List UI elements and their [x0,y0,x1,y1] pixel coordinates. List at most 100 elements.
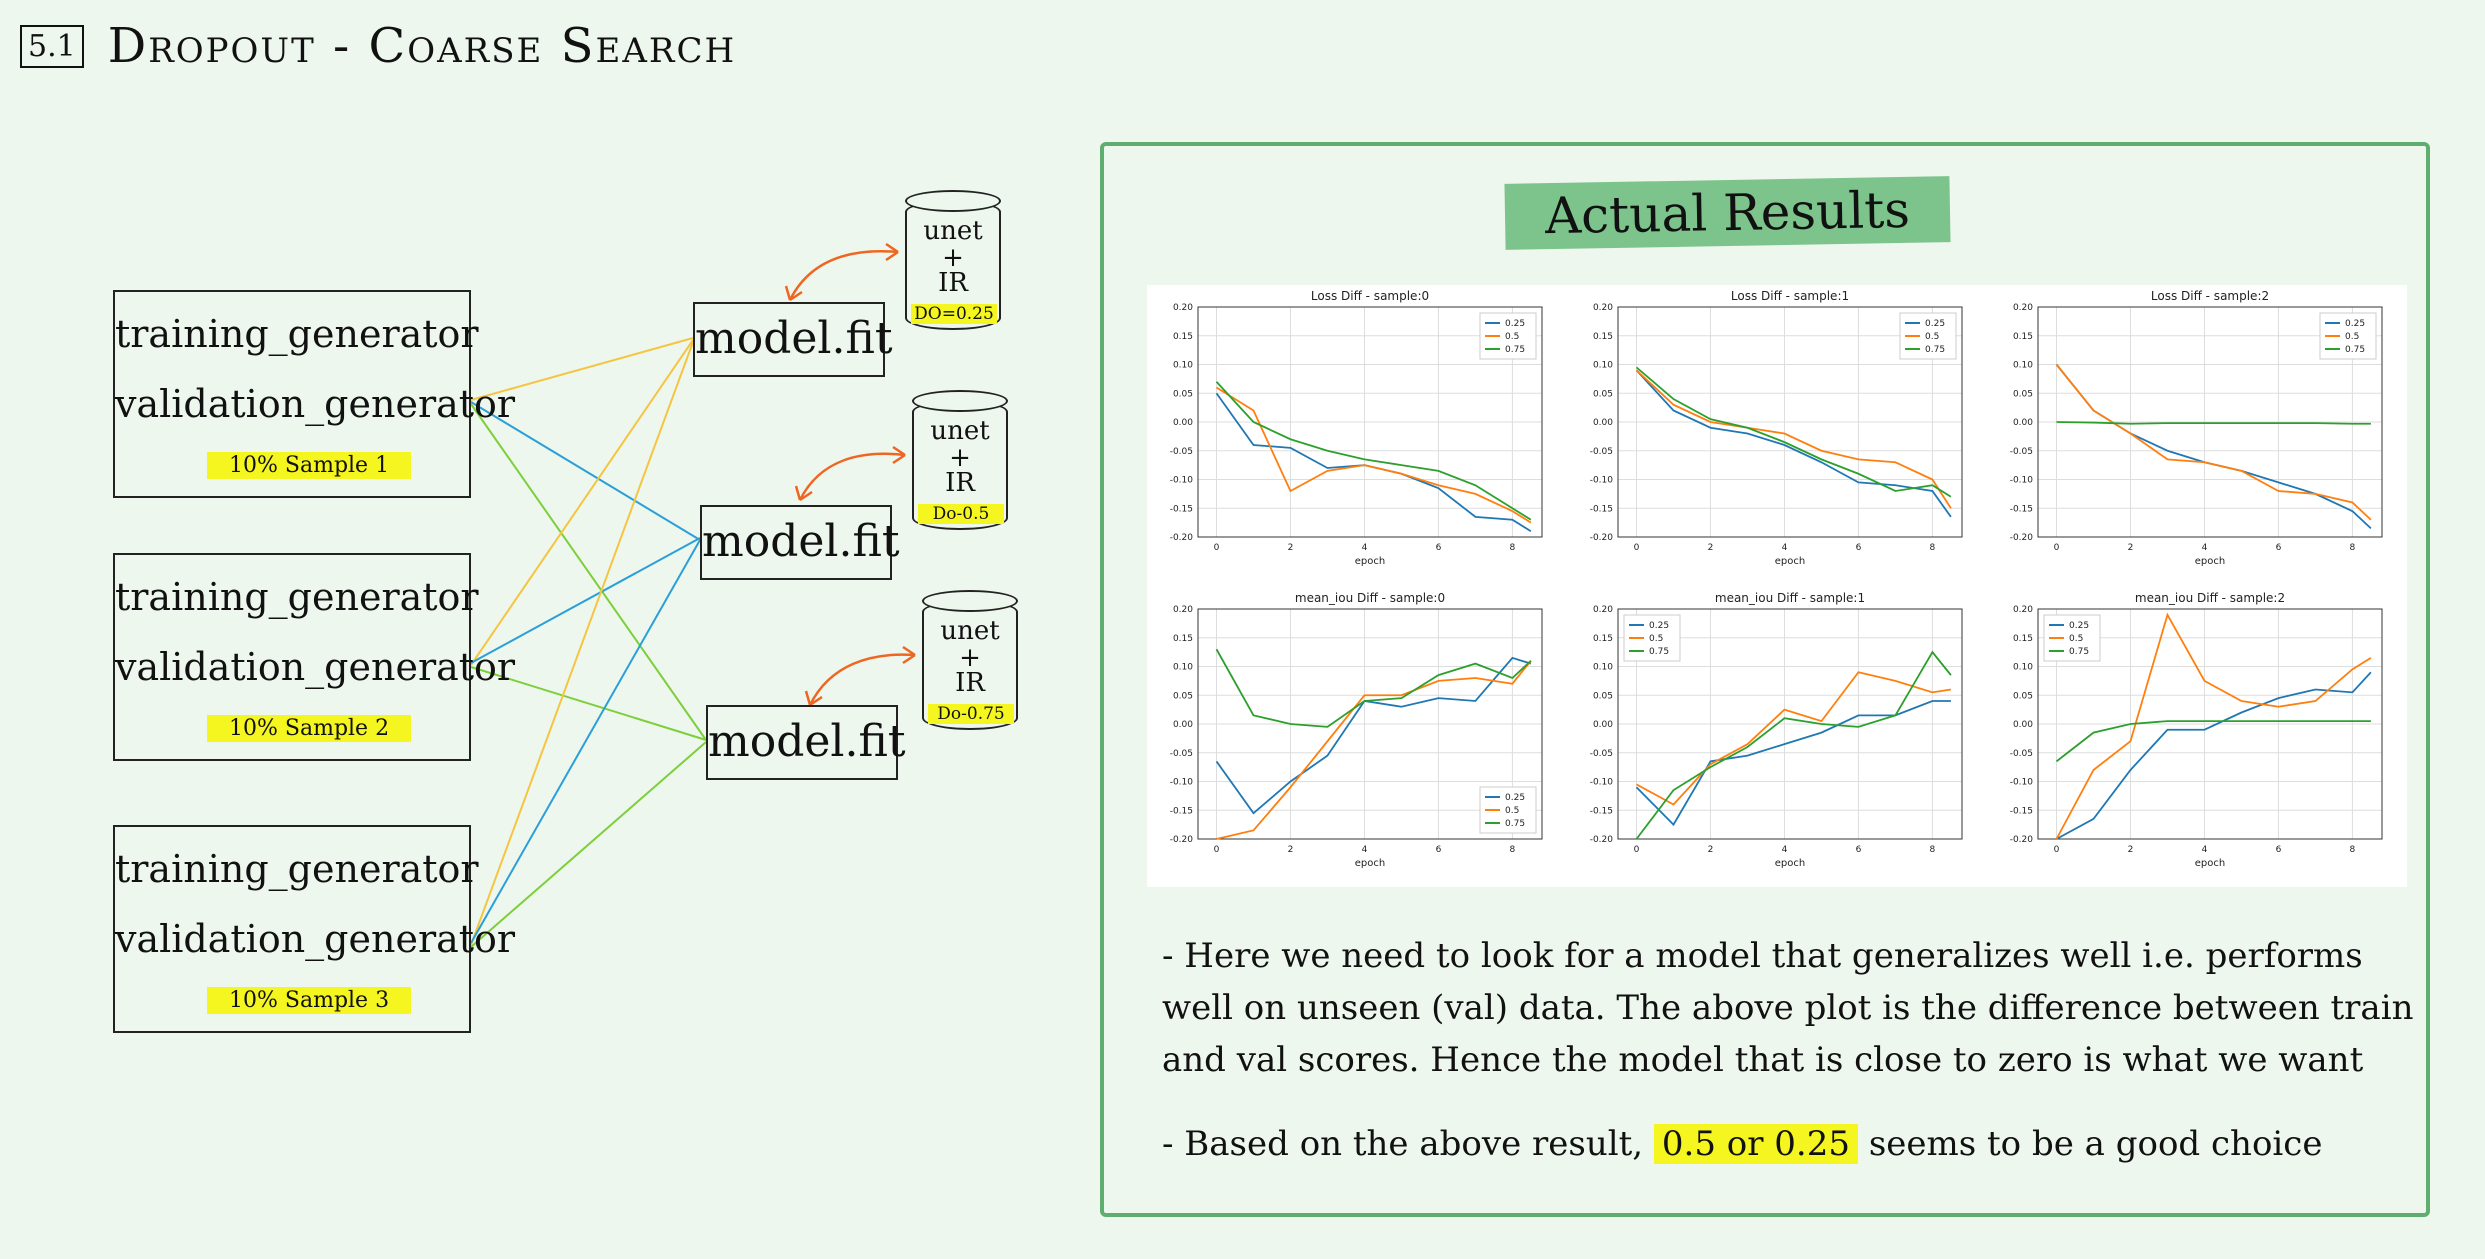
series-line [1215,381,1532,521]
series-line [1635,369,1952,518]
chart-title: mean_iou Diff - sample:2 [2135,591,2285,605]
x-tick-label: 8 [2350,543,2356,553]
y-tick-label: 0.05 [1593,389,1613,399]
model-fit-box-2: model.fit [700,505,900,580]
legend-label: 0.25 [1505,319,1525,329]
training-generator-label: training_generator [115,575,479,619]
x-tick-label: 2 [1288,845,1294,855]
x-tick-label: 6 [2276,543,2282,553]
bullet-1: - Here we need to look for a model that … [1162,936,2414,1080]
y-tick-label: 0.00 [2013,720,2033,730]
y-tick-label: 0.10 [1173,663,1193,673]
chart-title: mean_iou Diff - sample:1 [1715,591,1865,605]
x-tick-label: 4 [2202,543,2208,553]
legend-label: 0.75 [1505,345,1525,355]
y-tick-label: -0.10 [2010,778,2034,788]
plot-frame [2037,306,2383,538]
plot-frame [2037,608,2383,840]
x-tick-label: 2 [1288,543,1294,553]
model-fit-box-3: model.fit [706,705,906,780]
y-tick-label: 0.10 [1593,663,1613,673]
y-tick-label: 0.15 [2013,634,2033,644]
series-line [2056,671,2372,840]
y-tick-label: 0.20 [1173,303,1193,313]
y-tick-label: -0.10 [1170,778,1194,788]
series-line [2055,363,2372,521]
x-axis-label: epoch [1355,556,1385,567]
line-g3-f3 [470,741,707,948]
x-tick-label: 0 [2054,845,2060,855]
x-tick-label: 0 [1634,845,1640,855]
y-tick-label: 0.15 [1593,634,1613,644]
line-g3-f2 [470,539,701,944]
legend-label: 0.75 [1649,647,1669,657]
legend-box [1479,312,1537,360]
series-line [1635,369,1952,509]
series-line [2055,612,2372,840]
generator-box-1: training_generator validation_generator … [113,290,516,498]
x-tick-label: 0 [1214,543,1220,553]
dropout-label: Do-0.5 [918,504,1004,524]
y-tick-label: 0.05 [1173,691,1193,701]
bullet-2-suffix: seems to be a good choice [1868,1124,2323,1164]
dropout-label: Do-0.75 [928,704,1014,724]
legend-label: 0.75 [2069,647,2089,657]
legend-label: 0.75 [1925,345,1945,355]
x-tick-label: 6 [1436,543,1442,553]
y-tick-label: 0.00 [1593,418,1613,428]
x-tick-label: 4 [1782,543,1788,553]
arrow-fit3-model3 [808,653,916,706]
series-line [1635,700,1951,827]
model-cylinder-3: unet + IR Do-0.75 [922,590,1018,730]
series-line [1215,648,1532,728]
y-tick-label: 0.05 [1173,389,1193,399]
line-g2-f2 [470,537,701,664]
y-tick-label: -0.20 [2010,533,2034,543]
x-tick-label: 2 [2128,543,2134,553]
y-tick-label: 0.05 [1593,691,1613,701]
x-tick-label: 8 [1930,845,1936,855]
series-line [2055,720,2371,763]
y-tick-label: -0.15 [1170,504,1193,514]
x-tick-label: 2 [1708,845,1714,855]
validation-generator-label: validation_generator [115,645,516,689]
model-cylinder-1: unet + IR DO=0.25 [905,190,1001,330]
training-generator-label: training_generator [115,312,479,356]
series-line [1215,656,1532,815]
x-axis-label: epoch [2195,556,2225,567]
chart-title: Loss Diff - sample:2 [2151,289,2269,303]
x-tick-label: 8 [1510,845,1516,855]
y-tick-label: -0.20 [2010,835,2034,845]
series-line [1215,392,1532,533]
plot-frame [1617,306,1963,538]
y-tick-label: -0.05 [2010,447,2033,457]
x-tick-label: 0 [1214,845,1220,855]
arrow-fit1-model1 [788,250,899,301]
y-tick-label: 0.05 [2013,691,2033,701]
chart-title: Loss Diff - sample:0 [1311,289,1429,303]
y-tick-label: 0.05 [2013,389,2033,399]
validation-generator-label: validation_generator [115,382,516,426]
y-tick-label: -0.20 [1590,835,1614,845]
legend-label: 0.5 [1925,332,1939,342]
y-tick-label: -0.15 [1590,806,1613,816]
series-line [1635,366,1952,498]
page-title: 5.1 Dropout - Coarse Search [20,18,736,74]
legend-label: 0.75 [2345,345,2365,355]
y-tick-label: -0.05 [1170,749,1193,759]
y-tick-label: 0.15 [2013,332,2033,342]
series-line [2056,421,2371,425]
y-tick-label: -0.10 [2010,476,2034,486]
section-title: Dropout - Coarse Search [107,18,737,74]
y-tick-label: 0.20 [1593,303,1613,313]
x-axis-label: epoch [2195,858,2225,869]
y-tick-label: 0.10 [1173,361,1193,371]
y-tick-label: -0.15 [2010,504,2033,514]
results-panel [1100,142,2430,1217]
legend-label: 0.5 [1649,634,1663,644]
y-tick-label: -0.05 [1170,447,1193,457]
y-tick-label: 0.15 [1593,332,1613,342]
legend-label: 0.5 [2345,332,2359,342]
y-tick-label: -0.05 [1590,447,1613,457]
x-tick-label: 6 [1436,845,1442,855]
